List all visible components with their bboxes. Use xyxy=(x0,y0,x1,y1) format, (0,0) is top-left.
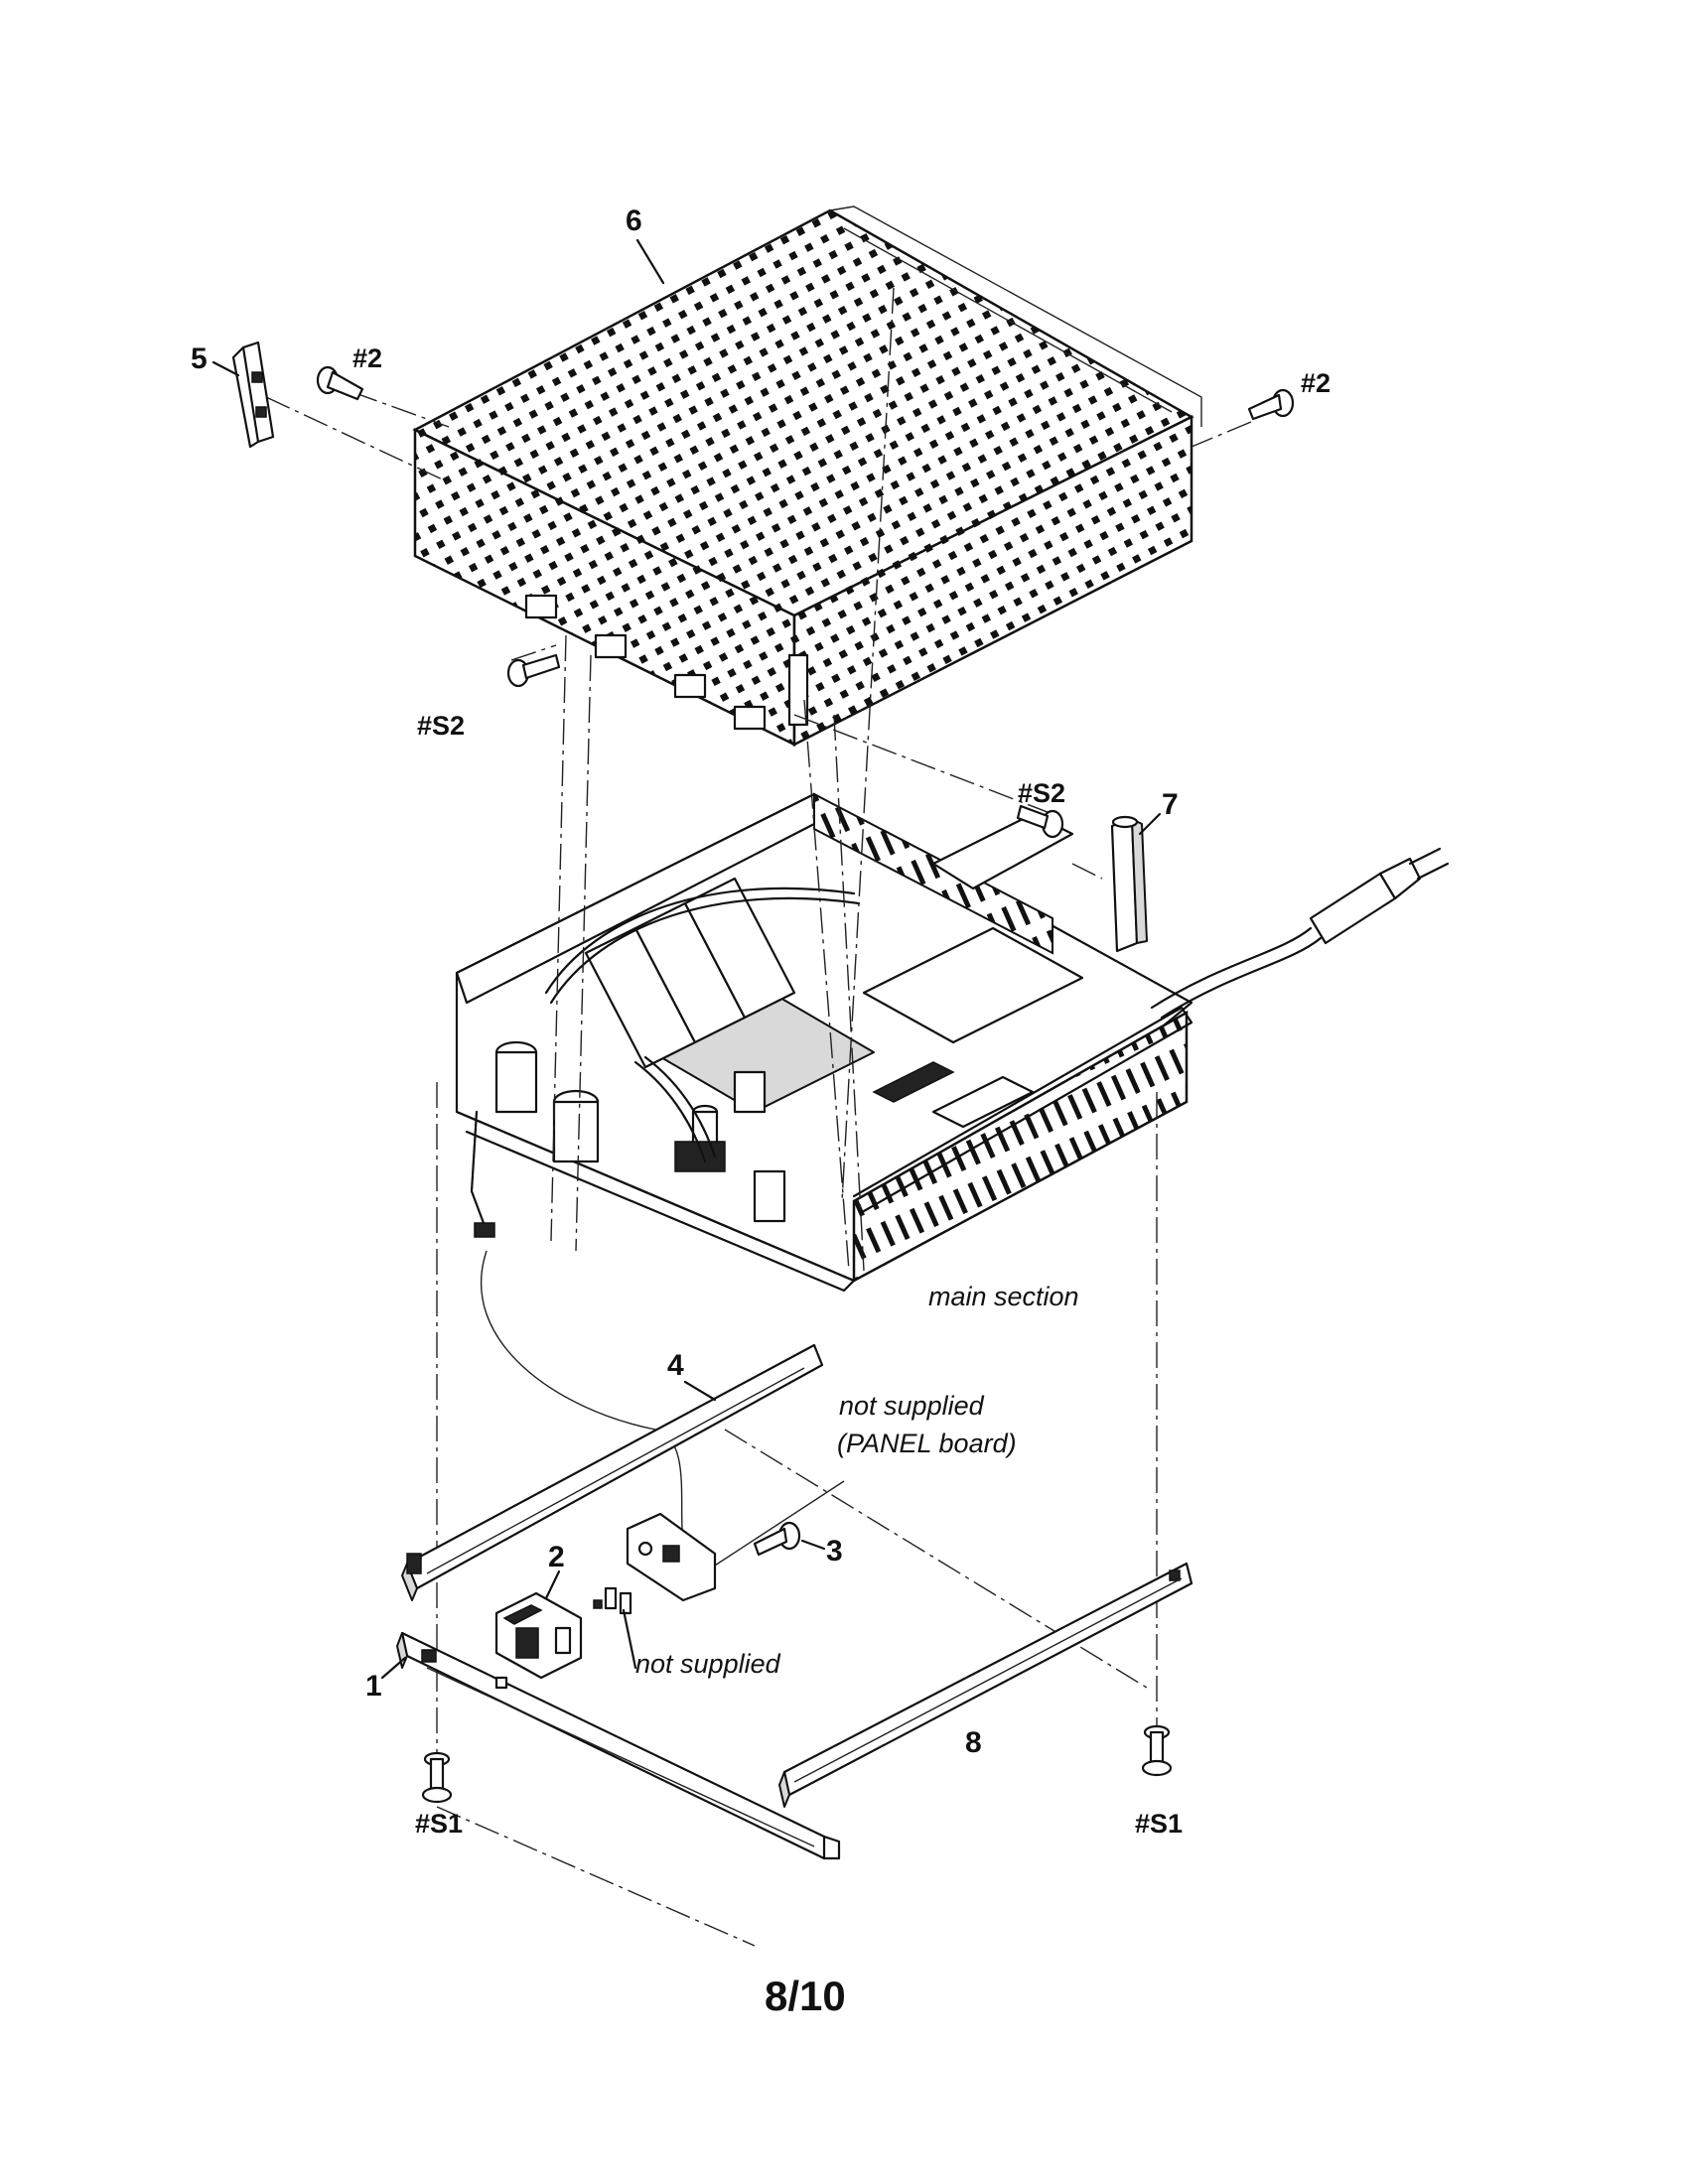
panel-board xyxy=(626,1512,717,1602)
part-2-switch xyxy=(494,1591,583,1680)
top-cover xyxy=(412,205,1202,748)
main-section-chassis xyxy=(455,792,1450,1293)
label-part-4: 4 xyxy=(667,1349,684,1382)
label-screw-2-left: #2 xyxy=(352,343,382,373)
label-main-section: main section xyxy=(928,1282,1079,1311)
part-8-rear-rail xyxy=(778,1562,1193,1808)
label-part-7: 7 xyxy=(1162,788,1179,821)
label-screw-s2-left: #S2 xyxy=(417,711,465,741)
part-5-bracket xyxy=(231,341,275,449)
screw-2-right xyxy=(1247,388,1295,421)
screw-3 xyxy=(753,1521,801,1557)
label-part-2: 2 xyxy=(548,1541,565,1573)
label-part-5: 5 xyxy=(191,342,208,375)
label-part-3: 3 xyxy=(826,1535,843,1568)
screw-2-left xyxy=(316,365,364,401)
label-part-8: 8 xyxy=(965,1726,982,1759)
label-screw-s1-left: #S1 xyxy=(415,1809,463,1839)
screw-s2-left xyxy=(506,653,561,688)
capacitors xyxy=(494,1040,719,1163)
part-1-front-panel xyxy=(396,1631,841,1860)
label-not-supplied: not supplied xyxy=(635,1649,781,1679)
leader-lines xyxy=(211,238,1162,1680)
label-screw-s2-right: #S2 xyxy=(1018,778,1065,808)
part-4-rail xyxy=(401,1343,824,1601)
label-not-supplied-panel: not supplied xyxy=(839,1391,985,1421)
label-part-1: 1 xyxy=(365,1670,382,1703)
screw-s1-left xyxy=(421,1751,453,1804)
label-screw-2-right: #2 xyxy=(1301,368,1331,398)
label-part-6: 6 xyxy=(626,205,642,237)
page-number: 8/10 xyxy=(765,1973,846,2019)
small-parts xyxy=(593,1586,632,1615)
label-screw-s1-right: #S1 xyxy=(1135,1809,1183,1839)
assembly-lines xyxy=(265,287,1252,1947)
screw-s2-right xyxy=(1016,804,1064,839)
part-7-spacer xyxy=(1110,815,1148,953)
screw-s1-right xyxy=(1141,1724,1173,1777)
label-panel-board: (PANEL board) xyxy=(837,1429,1017,1458)
